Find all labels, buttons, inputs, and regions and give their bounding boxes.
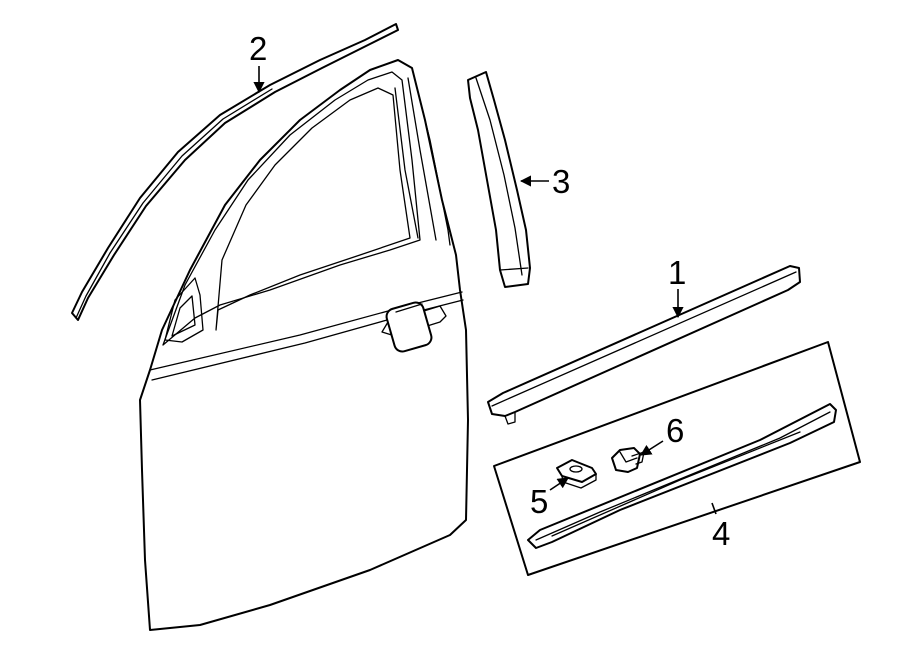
callout-3: 3 (552, 163, 570, 200)
part-4-body-side-molding (527, 403, 837, 549)
callout-5: 5 (530, 483, 548, 520)
part-3-applique (467, 71, 531, 288)
callout-6: 6 (666, 412, 684, 449)
part-5-clip (556, 459, 597, 489)
leader-4 (711, 502, 717, 515)
callout-1: 1 (668, 254, 686, 291)
callout-2: 2 (249, 30, 267, 67)
front-door-shell (139, 59, 469, 631)
callout-4: 4 (712, 515, 730, 552)
leader-5 (549, 477, 569, 491)
part-2-upper-molding (71, 23, 399, 321)
part-1-belt-molding (487, 265, 801, 425)
leader-6 (640, 440, 664, 456)
part-6-fastener (611, 447, 645, 473)
